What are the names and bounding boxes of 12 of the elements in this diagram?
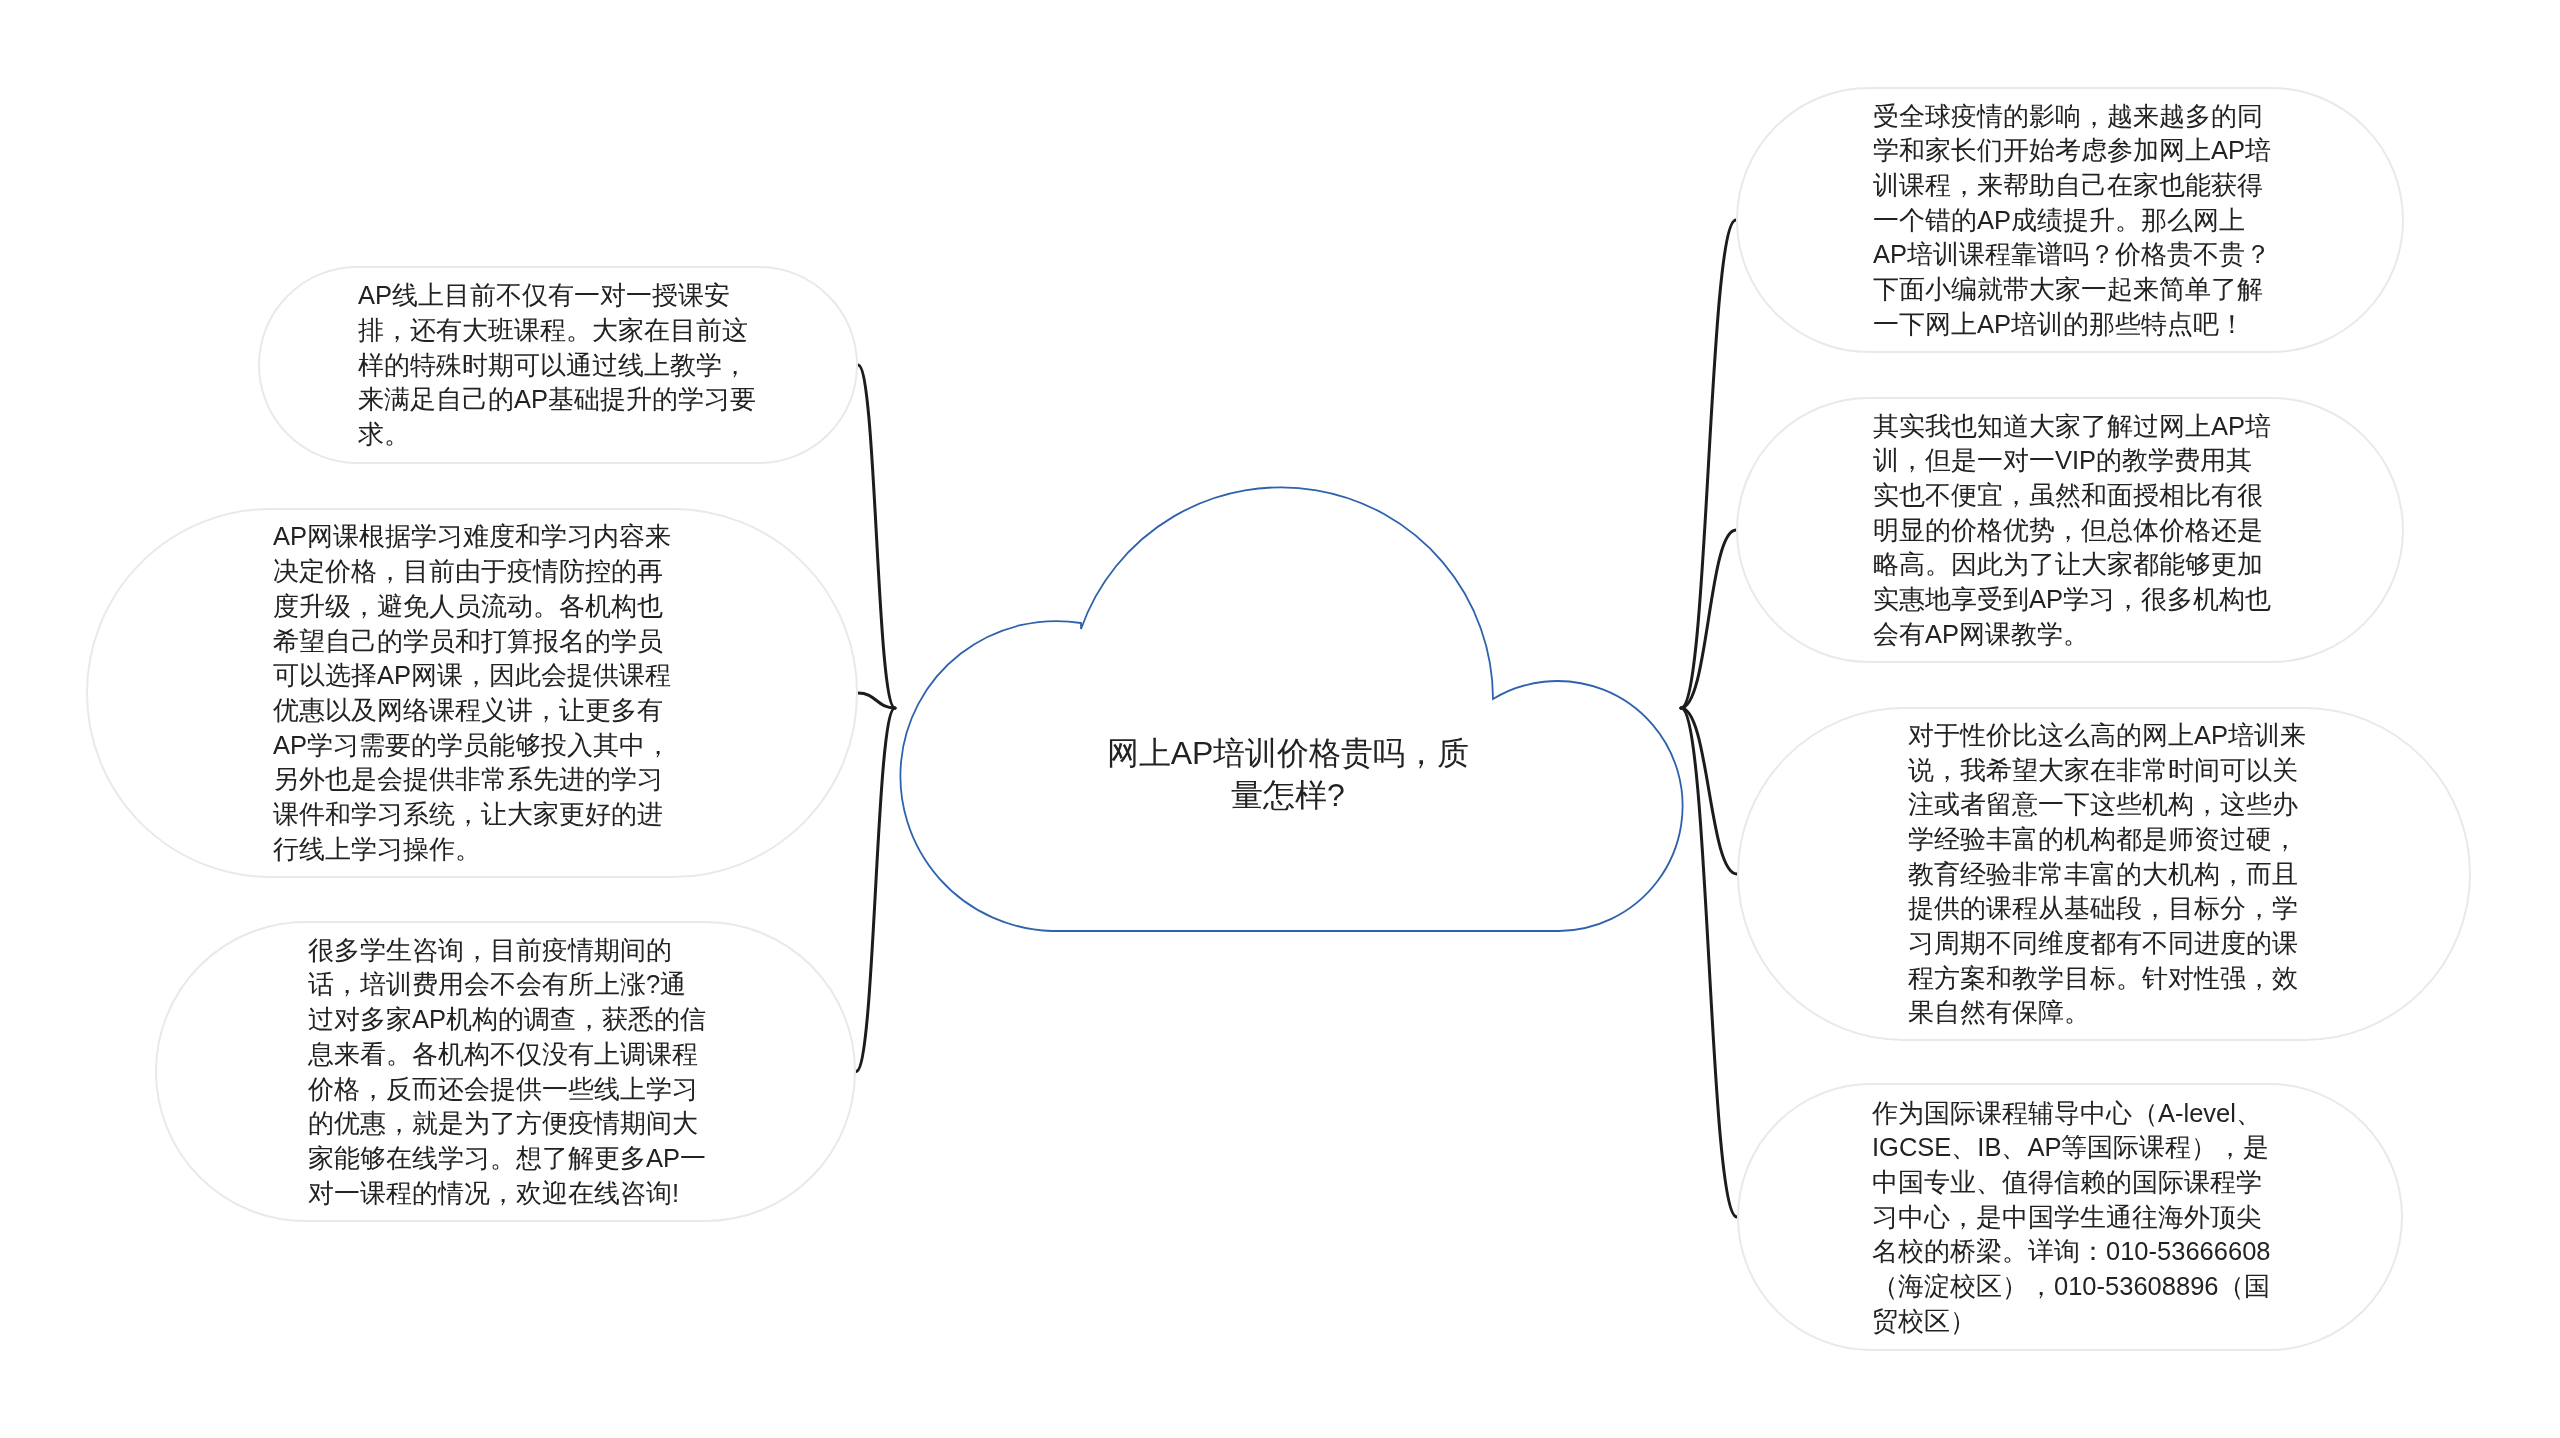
paragraph: 对于性价比这么高的网上AP培训来说，我希望大家在非常时间可以关注或者留意一下这些机构，这些办学经验丰富的机构都是师资过硬，教育经验非常丰富的大机构，而且提供的课程从基础段，目标分，学习周期不同维度都有不同进度的课程方案和教学目标。针对性强，效果自然有保障。	[1908, 719, 2308, 1029]
paragraph: 很多学生咨询，目前疫情期间的话，培训费用会不会有所上涨?通过对多家AP机构的调查，获悉的信息来看。各机构不仅没有上调课程价格，反而还会提供一些线上学习的优惠，就是为了方便疫情期间大家能够在线学习。想了解更多AP一对一课程的情况，欢迎在线咨询!	[308, 934, 708, 1209]
paragraph: 作为国际课程辅导中心（A-level、IGCSE、IB、AP等国际课程），是中国专业、值得信赖的国际课程学习中心，是中国学生通往海外顶尖名校的桥梁。详询：010-53666608（海淀校区），010-53608896（国贸校区）	[1872, 1097, 2272, 1337]
paragraph: 其实我也知道大家了解过网上AP培训，但是一对一VIP的教学费用其实也不便宜，虽然和面授相比有很明显的价格优势，但总体价格还是略高。因此为了让大家都能够更加实惠地享受到AP学习，很多机构也会有AP网课教学。	[1873, 410, 2273, 650]
paragraph: AP线上目前不仅有一对一授课安排，还有大班课程。大家在目前这样的特殊时期可以通过线上教学，来满足自己的AP基础提升的学习要求。	[358, 280, 758, 451]
topic-text: 网上AP培训价格贵吗，质量怎样?	[1105, 734, 1471, 815]
connector-line	[1679, 706, 1739, 1219]
connector-line	[856, 691, 897, 710]
paragraph: 受全球疫情的影响，越来越多的同学和家长们开始考虑参加网上AP培训课程，来帮助自己在家也能获得一个错的AP成绩提升。那么网上AP培训课程靠谱吗？价格贵不贵？下面小编就带大家一起来简单了解一下网上AP培训的那些特点吧！	[1873, 100, 2273, 340]
connector-line	[1679, 528, 1738, 710]
paragraph: AP网课根据学习难度和学习内容来决定价格，目前由于疫情防控的再度升级，避免人员流动。各机构也希望自己的学员和打算报名的学员可以选择AP网课，因此会提供课程优惠以及网络课程义讲，让更多有AP学习需要的学员能够投入其中，另外也是会提供非常系先进的学习课件和学习系统，让大家更好的进行线上学习操作。	[273, 521, 673, 865]
connector-line	[854, 706, 897, 1073]
